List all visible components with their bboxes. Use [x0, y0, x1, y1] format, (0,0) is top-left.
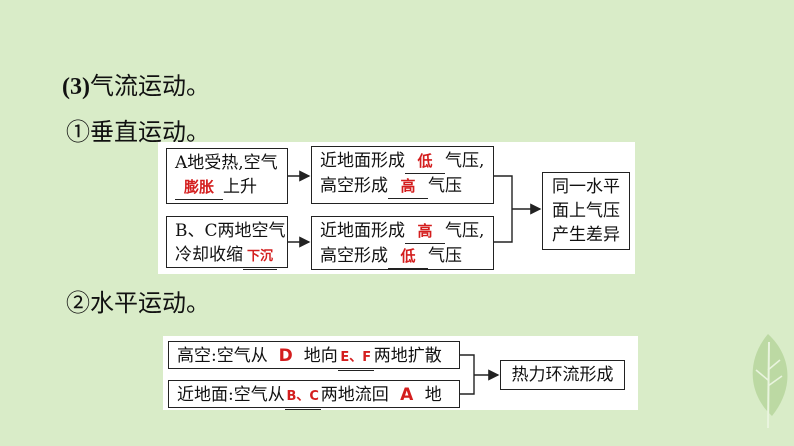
section-heading: (3)气流运动。 [62, 66, 210, 101]
text-pressure: 气压 [428, 176, 462, 196]
vertical-heading: ①垂直运动。 [66, 118, 210, 146]
text-near-ground: 近地面形成 [320, 151, 405, 171]
answer-sink: 下沉 [243, 245, 277, 270]
box-bc-cooled: B、C两地空气 冷却收缩下沉 [166, 216, 288, 270]
text-upper-prefix: 高空:空气从 [177, 346, 268, 366]
text-lower-suffix: 地 [424, 385, 442, 405]
box-pressure-difference: 同一水平 面上气压 产生差异 [542, 172, 630, 250]
box-a-pressure-line1: 近地面形成低气压, [320, 149, 485, 174]
box-bc-pressure-line2: 高空形成低气压 [320, 244, 485, 269]
text-thermal-circulation: 热力环流形成 [511, 365, 614, 385]
text-pressure: 气压, [445, 221, 485, 241]
answer-ef: E、F [337, 346, 374, 371]
box-a-line1: A地受热,空气 [175, 153, 278, 173]
text-lower-middle: 两地流回 [320, 385, 389, 405]
answer-a: A [388, 383, 425, 408]
answer-d: D [267, 344, 304, 369]
box-bc-line1: B、C两地空气 [175, 221, 286, 241]
text-upper-middle: 地向 [303, 346, 338, 366]
box-a-pressure: 近地面形成低气压, 高空形成高气压 [311, 146, 494, 204]
result-line1: 同一水平 [552, 177, 620, 197]
box-a-line2: 膨胀上升 [175, 175, 279, 200]
box-a-pressure-line2: 高空形成高气压 [320, 174, 485, 199]
answer-bc: B、C [284, 385, 321, 410]
text-upper-suffix: 两地扩散 [373, 346, 442, 366]
text-lower-prefix: 近地面:空气从 [177, 385, 285, 405]
text-high-altitude: 高空形成 [320, 246, 388, 266]
result-line3: 产生差异 [552, 225, 620, 245]
box-bc-pressure: 近地面形成高气压, 高空形成低气压 [311, 216, 494, 270]
text-near-ground: 近地面形成 [320, 221, 405, 241]
answer-low-1: 低 [405, 149, 445, 174]
answer-high-2: 高 [405, 219, 445, 244]
section-number: (3) [62, 74, 90, 100]
text-high-altitude: 高空形成 [320, 176, 388, 196]
horizontal-heading: ②水平运动。 [66, 289, 210, 317]
section-title: 气流运动。 [89, 72, 210, 100]
box-thermal-circulation: 热力环流形成 [500, 360, 625, 390]
text-pressure: 气压, [445, 151, 485, 171]
answer-expand: 膨胀 [175, 175, 223, 200]
leaf-icon [752, 334, 788, 429]
text-cool-shrink: 冷却收缩 [175, 245, 243, 265]
box-a-heated: A地受热,空气 膨胀上升 [166, 148, 288, 204]
box-a-line2-suffix: 上升 [223, 177, 257, 197]
result-line2: 面上气压 [552, 201, 620, 221]
box-bc-line2: 冷却收缩下沉 [175, 243, 279, 270]
text-pressure: 气压 [428, 246, 462, 266]
box-bc-pressure-line1: 近地面形成高气压, [320, 219, 485, 244]
answer-low-2: 低 [388, 244, 428, 269]
answer-high-1: 高 [388, 174, 428, 199]
